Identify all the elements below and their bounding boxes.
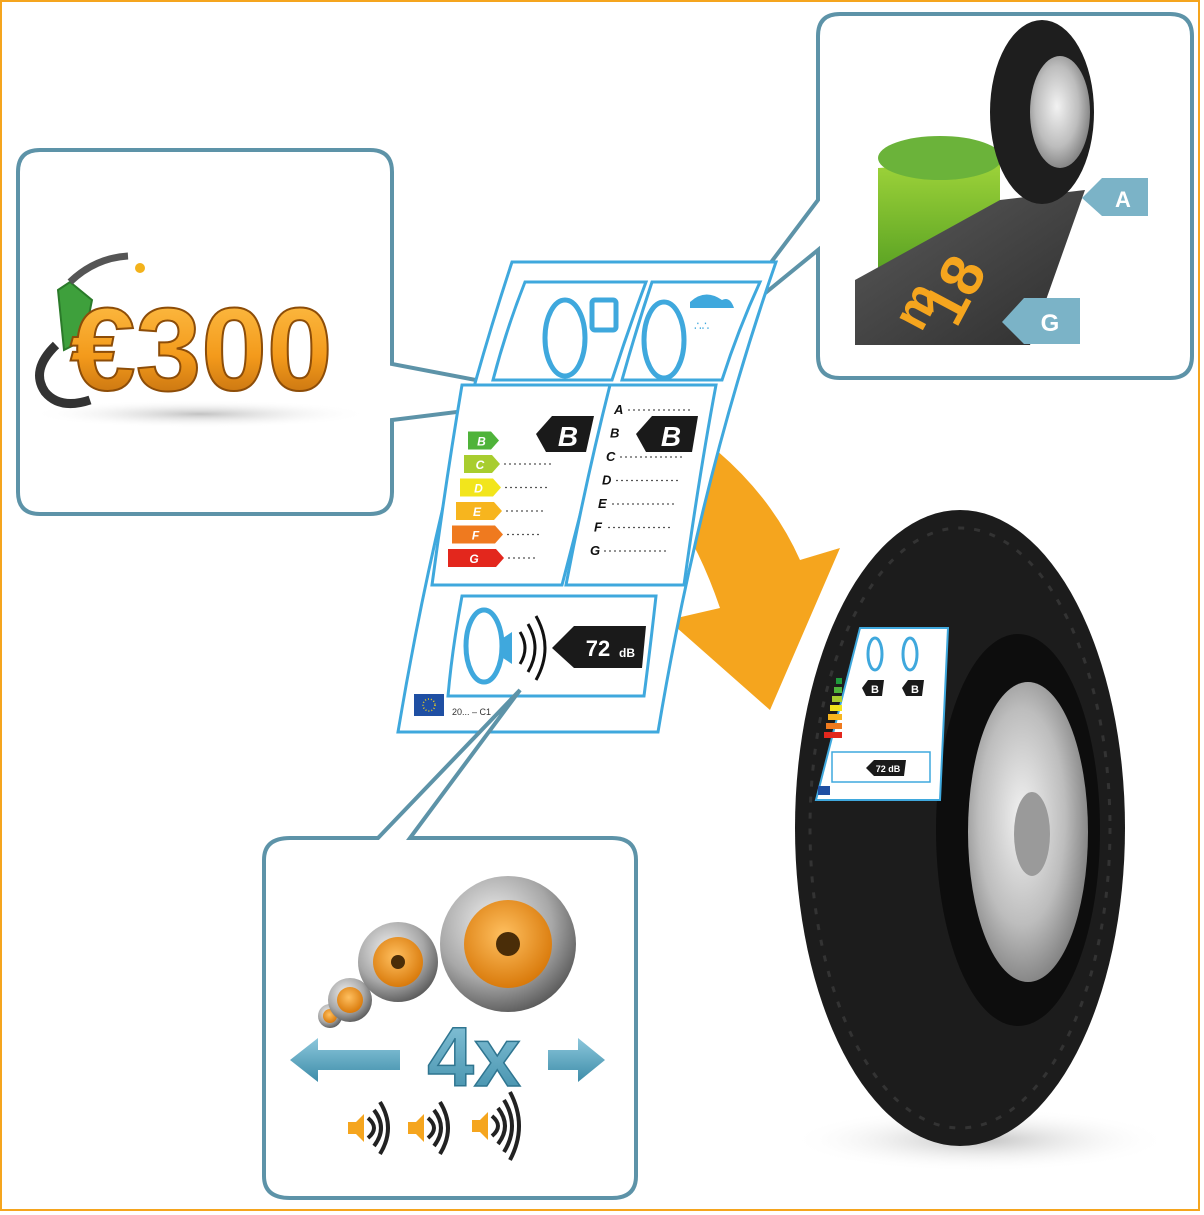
- mini-class-bar-d: [830, 705, 842, 711]
- mini-class-bar-g: [824, 732, 842, 738]
- wet-grip-class-e: E: [598, 496, 674, 511]
- wet-grip-class-a: A: [613, 402, 690, 417]
- wet-grip-class-letter-a: A: [613, 402, 623, 417]
- fuel-class-bar-b: B: [468, 431, 499, 450]
- tyre-icon: [990, 20, 1094, 204]
- arrow-right-icon: [548, 1038, 605, 1082]
- mini-class-bar-a: [836, 678, 842, 684]
- mini-fuel-grade: B: [871, 684, 879, 696]
- fuel-class-letter-b: B: [477, 435, 486, 449]
- wet-grip-class-g: G: [590, 543, 666, 558]
- fuel-class-bar-c: C: [464, 455, 552, 473]
- noise-value: 72: [586, 636, 610, 661]
- wet-grip-class-f: F: [594, 520, 670, 535]
- label-footer: 20... – C1: [452, 707, 491, 717]
- wet-grip-class-letter-f: F: [594, 520, 603, 535]
- mini-noise-value: 72 dB: [876, 764, 901, 774]
- speaker-icon-large: [358, 922, 438, 1002]
- fuel-class-bar-f: F: [452, 525, 540, 544]
- sound-icon-2: [408, 1100, 450, 1156]
- fuel-savings-amount: €300: [70, 284, 333, 416]
- mini-class-bar-e: [828, 714, 842, 720]
- noise-tyre-icon: [463, 607, 547, 685]
- mini-class-bar-c: [832, 696, 842, 702]
- noise-section: 72 dB: [446, 594, 658, 698]
- fuel-savings-panel: €300: [16, 148, 571, 516]
- sound-icon-1: [348, 1100, 390, 1156]
- svg-text:∴∴: ∴∴: [694, 319, 709, 333]
- fuel-class-bar-e: E: [456, 502, 544, 520]
- wet-grip-class-letter-g: G: [590, 543, 600, 558]
- grade-tag-a-label: A: [1115, 187, 1131, 212]
- grade-tag-a: A: [1082, 178, 1148, 216]
- noise-multiplier: 4x: [427, 1010, 521, 1104]
- wet-grip-class-b: B: [610, 426, 619, 441]
- fuel-nozzle-icon: [35, 252, 145, 409]
- wet-grip-class-letter-c: C: [606, 449, 616, 464]
- fuel-efficiency-icon: [542, 297, 619, 379]
- wet-grip-class-letter-b: B: [610, 426, 619, 441]
- fuel-grade-letter: B: [558, 421, 578, 452]
- fuel-class-letter-e: E: [473, 505, 482, 519]
- sound-icons-row: [348, 1091, 521, 1161]
- grade-tag-g: G: [1002, 298, 1080, 344]
- fuel-grade-indicator: B: [536, 416, 594, 452]
- grade-tag-g-label: G: [1041, 310, 1060, 337]
- mini-class-bar-b: [834, 687, 842, 693]
- wet-grip-icon: ∴∴: [641, 294, 734, 381]
- arrow-left-icon: [290, 1038, 400, 1082]
- mini-eu-label: B B 72 dB: [814, 627, 950, 801]
- noise-unit: dB: [619, 646, 635, 660]
- speaker-icon-xlarge: [440, 876, 576, 1012]
- sound-icon-3: [472, 1091, 521, 1161]
- eu-flag: [414, 694, 444, 716]
- mini-wet-grip-grade: B: [911, 684, 919, 696]
- speaker-icon-medium: [328, 978, 372, 1022]
- fuel-class-bar-d: D: [460, 478, 548, 497]
- wet-grip-class-letter-e: E: [598, 496, 607, 511]
- tyre-with-label: B B 72 dB: [790, 510, 1170, 1172]
- fuel-class-letter-c: C: [476, 458, 485, 472]
- wet-braking-panel: 18 m A G: [718, 12, 1194, 380]
- wet-grip-grade-indicator: B: [636, 416, 698, 452]
- noise-level-panel: 4x: [262, 688, 638, 1200]
- wet-grip-class-letter-d: D: [602, 473, 612, 488]
- mini-class-bar-f: [826, 723, 842, 729]
- fuel-class-letter-g: G: [469, 552, 478, 566]
- wet-grip-class-d: D: [602, 473, 678, 488]
- wet-grip-grade-letter: B: [661, 421, 681, 452]
- wet-grip-class-c: C: [606, 449, 682, 464]
- fuel-class-letter-f: F: [472, 529, 480, 543]
- fuel-class-bar-g: G: [448, 549, 536, 567]
- fuel-class-letter-d: D: [474, 482, 483, 496]
